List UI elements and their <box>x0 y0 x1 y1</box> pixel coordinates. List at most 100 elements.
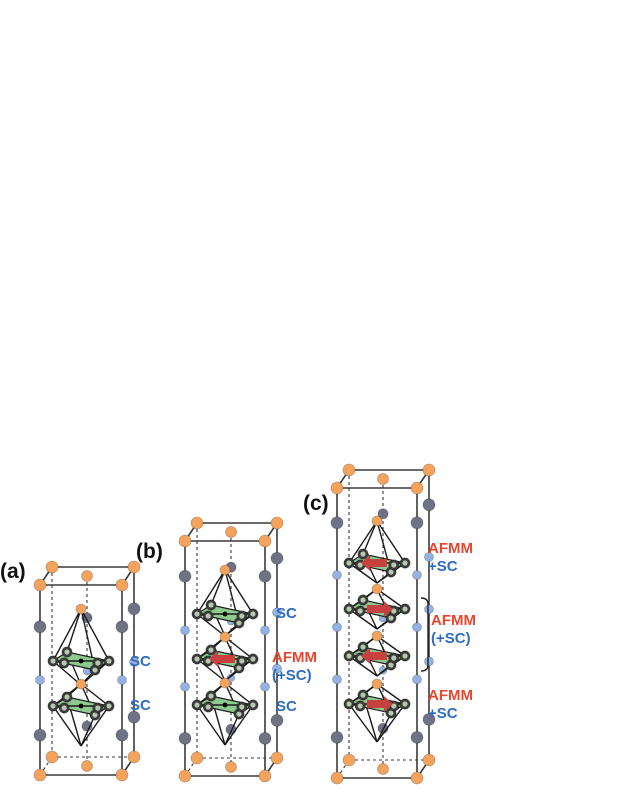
pyramid-bond <box>376 712 392 743</box>
face-atom <box>225 761 237 773</box>
fe-atom-core <box>205 704 211 710</box>
fe-atom-core <box>388 569 394 575</box>
ba-atom <box>258 569 272 583</box>
fe-atom-core <box>402 560 408 566</box>
fe-atom-core <box>236 711 242 717</box>
corner-atom <box>33 768 47 782</box>
fe-atom-core <box>95 705 101 711</box>
spacer-atom <box>272 663 282 674</box>
corner-atom <box>45 560 59 574</box>
ba-atom <box>422 498 436 512</box>
pyramid-bond <box>224 569 254 615</box>
spacer-atom <box>117 675 127 685</box>
fe-atom-core <box>357 703 363 709</box>
fe-atom-core <box>388 662 394 668</box>
ba-atom <box>33 728 47 742</box>
spacer-atom <box>412 674 422 685</box>
pyramid-bond <box>80 705 110 747</box>
pyramid-bond <box>348 562 378 584</box>
fe-atom-core <box>61 660 67 666</box>
pyramid-bond <box>376 520 406 564</box>
magnetic-moment-arrow <box>361 648 387 664</box>
annotation-afmm-line-0: AFMM <box>272 649 317 666</box>
magnetic-moment-arrow <box>209 651 235 667</box>
spacer-atom <box>332 570 342 580</box>
pyramid-bond <box>348 703 378 743</box>
fe-atom-core <box>106 703 112 709</box>
pnictogen-atom <box>371 678 383 690</box>
corner-atom <box>115 768 129 782</box>
ba-atom <box>410 516 424 530</box>
annotation-sc-2-line-0: SC <box>276 698 297 715</box>
annotation-sc-2-line-0: SC <box>130 697 151 714</box>
annotation-sc-1-line-0: SC <box>130 653 151 670</box>
magnetic-moment-arrow <box>361 555 387 571</box>
pyramid-bond <box>80 683 110 707</box>
annotation-afmm-2-line-1: (+SC) <box>431 630 471 647</box>
pyramid-bond <box>196 569 226 615</box>
pyramid-bond <box>224 682 254 706</box>
ba-atom <box>270 714 284 727</box>
pyramid-bond <box>348 655 378 677</box>
corner-atom <box>178 534 192 548</box>
corner-atom <box>410 481 424 495</box>
fe-atom-core <box>357 562 363 568</box>
annotation-afmm-2-line-0: AFMM <box>431 612 476 629</box>
ba-atom <box>410 731 424 744</box>
pnictogen-atom <box>75 603 87 615</box>
corner-atom <box>190 751 204 765</box>
fe-atom-core <box>388 710 394 716</box>
fe-atom-core <box>388 615 394 621</box>
fe-atom-core <box>95 660 101 666</box>
fe-atom-core <box>360 597 366 603</box>
fe-atom-core <box>357 608 363 614</box>
annotation-sc-1-line-0: SC <box>276 605 297 622</box>
pnictogen-atom <box>75 678 87 690</box>
spacer-atom <box>35 675 45 685</box>
pnictogen-atom <box>219 631 231 643</box>
ba-atom <box>33 620 47 634</box>
fe-atom-core <box>346 560 352 566</box>
spacer-atom <box>412 622 422 633</box>
corner-atom <box>330 771 344 785</box>
spacer-atom <box>332 674 342 685</box>
fe-atom-core <box>92 667 98 673</box>
corner-atom <box>45 750 59 764</box>
fe-atom-core <box>194 702 200 708</box>
corner-atom <box>33 578 47 592</box>
fe-atom-core <box>194 656 200 662</box>
fe-atom-core <box>236 620 242 626</box>
pyramid-bond <box>80 714 96 747</box>
corner-atom <box>258 769 272 783</box>
pyramid-bond <box>362 520 378 555</box>
spacer-atom <box>260 681 270 692</box>
corner-atom <box>270 751 284 765</box>
corner-atom <box>127 750 141 764</box>
spacer-atom <box>424 656 434 667</box>
center-atom <box>222 611 228 617</box>
corner-atom <box>410 771 424 785</box>
fe-atom-core <box>346 701 352 707</box>
bracket <box>420 597 429 672</box>
corner-atom <box>178 769 192 783</box>
fe-atom-core <box>106 658 112 664</box>
center-atom <box>222 702 228 708</box>
fe-atom-core <box>208 693 214 699</box>
center-atom <box>78 658 84 664</box>
ba-atom <box>127 602 141 616</box>
face-atom <box>377 763 389 775</box>
ba-atom <box>258 732 272 745</box>
corner-atom <box>342 463 356 477</box>
ba-atom <box>127 710 141 724</box>
fe-atom-core <box>64 649 70 655</box>
pyramid-bond <box>196 613 226 637</box>
face-atom <box>81 760 93 772</box>
fe-atom-core <box>239 658 245 664</box>
fe-atom-core <box>194 611 200 617</box>
pyramid-bond <box>80 608 110 662</box>
corner-atom <box>115 578 129 592</box>
spacer-atom <box>424 552 434 562</box>
